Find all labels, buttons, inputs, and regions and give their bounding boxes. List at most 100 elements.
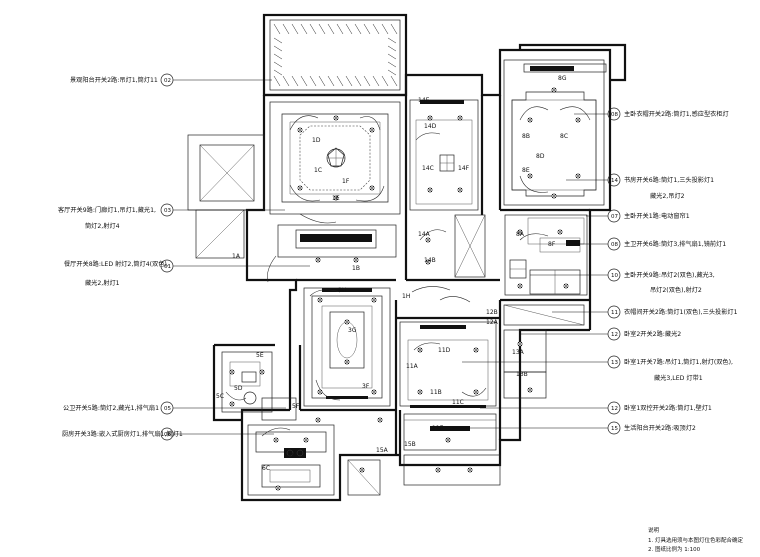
balcony-bottom (403, 454, 501, 486)
callout-right-tag-11: 12 (611, 406, 618, 412)
room-label-3f: 3F (362, 383, 370, 390)
room-label-1f: 1F (342, 178, 350, 185)
callout-right-2: 藏光2,吊灯2 (650, 192, 685, 200)
light-fixture-icon (551, 193, 557, 199)
callout-right-7: 衣帽间开关2路:筒灯1(双色),三头投影灯1 (624, 308, 738, 316)
callout-left-3: 餐厅开关8路:LED 射灯2,筒灯4(双色), (64, 260, 169, 268)
room-label-5f: 5F (292, 403, 300, 410)
callout-right-tag-12: 15 (611, 426, 618, 432)
callout-right-9: 卧室1开关7路:吊灯1,筒灯1,射灯(双色), (624, 358, 733, 366)
callout-right-tag-8: 12 (611, 332, 618, 338)
callout-right-11: 卧室1双控开关2路:筒灯1,壁灯1 (624, 404, 712, 412)
callout-right-12: 生活阳台开关2路:吸顶灯2 (624, 424, 696, 432)
room-label-11d: 11D (438, 347, 451, 354)
light-fixture-icon (369, 127, 375, 133)
drawing-notes: 说明 1. 灯具选用须与本图灯位色彩配合确定 2. 图纸比例为 1:100 (648, 526, 743, 553)
room-label-14c: 14C (422, 165, 434, 172)
light-fixture-icon (273, 437, 279, 443)
notes-line-1: 1. 灯具选用须与本图灯位色彩配合确定 (648, 536, 743, 544)
notes-title: 说明 (648, 526, 660, 534)
light-fixture-icon (435, 467, 441, 473)
room-label-1h: 1H (402, 293, 410, 300)
light-fixture-icon (417, 347, 423, 353)
callout-right-tag-5: 10 (611, 273, 618, 279)
callout-left-tag-0: 02 (164, 78, 171, 84)
light-fixture-icon (229, 369, 235, 375)
light-fixture-icon (473, 389, 479, 395)
light-fixture-icon (527, 387, 533, 393)
room-label-15a: 15A (376, 447, 389, 454)
light-fixture-icon (575, 173, 581, 179)
room-label-14a: 14A (418, 231, 431, 238)
light-fixture-icon (344, 319, 350, 325)
room-label-13b: 13B (516, 371, 528, 378)
callout-left-5: 公卫开关5路:筒灯2,藏光1,排气扇1 (63, 404, 159, 412)
master-bedroom (503, 59, 607, 206)
callout-right-1: 书房开关6路:筒灯1,三头投影灯1 (624, 176, 714, 184)
light-fixture-icon (369, 185, 375, 191)
light-fixture-icon (517, 341, 523, 347)
light-fixture-icon (417, 389, 423, 395)
light-fixture-icon (517, 229, 523, 235)
callout-right-10: 藏光3,LED 灯带1 (654, 374, 703, 382)
light-fixture-icon (315, 417, 321, 423)
room-label-8c: 8C (560, 133, 568, 140)
callout-right-6: 吊灯2(双色),射灯2 (650, 286, 702, 294)
master-bath (504, 214, 588, 296)
callout-left-4: 藏光2,射灯1 (85, 279, 120, 287)
light-fixture-icon (229, 401, 235, 407)
room-label-1c: 1C (314, 167, 322, 174)
callout-right-tag-4: 08 (611, 242, 618, 248)
light-fixture-icon (445, 437, 451, 443)
kitchen (247, 424, 381, 496)
room-label-5d: 5D (234, 385, 243, 392)
light-fixture-icon (457, 187, 463, 193)
room-label-8a: 8A (516, 231, 525, 238)
notes-line-2: 2. 图纸比例为 1:100 (648, 545, 701, 553)
light-fixture-icon (377, 417, 383, 423)
light-fixture-icon (575, 117, 581, 123)
room-label-11c: 11C (452, 399, 464, 406)
light-fixture-icon (315, 257, 321, 263)
room-label-3h: 3H (338, 287, 346, 294)
callouts-left: 景观阳台开关2路:吊灯1,筒灯11 02 客厅开关9路:门廊灯1,吊灯1,藏光1… (58, 73, 310, 441)
callout-left-tag-6: 06 (164, 432, 171, 438)
light-fixture-icon (371, 389, 377, 395)
light-fixture-icon (517, 283, 523, 289)
light-fixture-icon (427, 115, 433, 121)
light-fixture-icon (425, 259, 431, 265)
light-fixture-icon (563, 283, 569, 289)
callout-right-8: 卧室2开关2路:藏光2 (624, 330, 681, 338)
callout-left-0: 景观阳台开关2路:吊灯1,筒灯11 (70, 76, 158, 84)
light-fixture-icon (457, 115, 463, 121)
room-label-8f: 8F (548, 241, 556, 248)
room-label-8d: 8D (536, 153, 545, 160)
light-fixture-icon (259, 369, 265, 375)
callout-left-2: 筒灯2,射灯4 (85, 222, 120, 230)
light-fixture-icon (371, 297, 377, 303)
study-room (409, 99, 486, 278)
light-fixture-icon (467, 467, 473, 473)
room-label-14b: 14B (424, 257, 436, 264)
light-fixture-icon (527, 117, 533, 123)
callout-right-tag-3: 07 (611, 214, 618, 220)
bedroom-11 (399, 321, 497, 451)
light-fixture-icon (557, 229, 563, 235)
interior-walls (264, 93, 590, 455)
light-fixture-icon (275, 485, 281, 491)
room-label-6c: 6C (262, 465, 270, 472)
room-label-12b: 12B (486, 309, 498, 316)
balcony-top (269, 19, 401, 91)
callout-right-4: 主卫开关6路:筒灯3,排气扇1,镜前灯1 (624, 240, 726, 248)
light-fixture-icon (427, 187, 433, 193)
light-fixture-icon (297, 127, 303, 133)
room-label-1d: 1D (312, 137, 321, 144)
light-fixture-icon (317, 297, 323, 303)
callouts-right: 08 主卧衣帽开关2路:筒灯1,感应型衣柜灯 14 书房开关6路:筒灯1,三头投… (452, 107, 738, 435)
callout-right-tag-1: 14 (611, 178, 618, 184)
light-fixture-icon (473, 347, 479, 353)
room-label-15b: 15B (404, 441, 416, 448)
dining-ceiling (303, 287, 391, 407)
